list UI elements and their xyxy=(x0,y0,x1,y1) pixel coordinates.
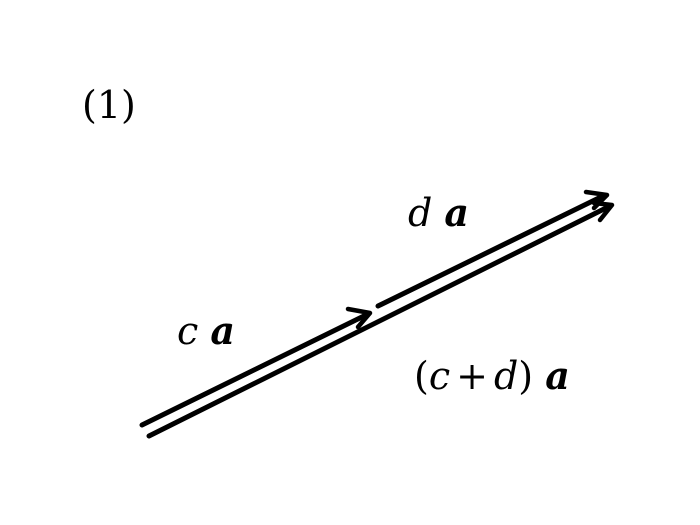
figure-number: (1) xyxy=(82,83,136,127)
label-da-scalar: d xyxy=(408,191,433,235)
label-cda-scalar-c: c xyxy=(428,354,451,398)
label-cda-vector: a xyxy=(545,353,570,398)
label-vector-da: d a xyxy=(408,191,469,235)
label-da-vector: a xyxy=(444,190,470,235)
label-ca-scalar: c xyxy=(177,309,199,353)
label-cda-close-paren: ) xyxy=(518,354,534,398)
vector-cda-arrowhead xyxy=(591,200,615,223)
vector-ca-arrowhead xyxy=(345,306,373,330)
vector-ca-shaft xyxy=(139,311,371,428)
vector-da-shaft xyxy=(375,192,608,309)
label-cda-open-paren: ( xyxy=(414,354,429,398)
vector-cda-shaft xyxy=(146,203,613,439)
label-ca-vector: a xyxy=(210,308,236,353)
label-vector-cda: (c+d) a xyxy=(414,354,570,398)
label-cda-scalar-d: d xyxy=(493,354,519,398)
label-cda-plus: + xyxy=(456,354,488,398)
label-vector-ca: c a xyxy=(177,309,235,353)
